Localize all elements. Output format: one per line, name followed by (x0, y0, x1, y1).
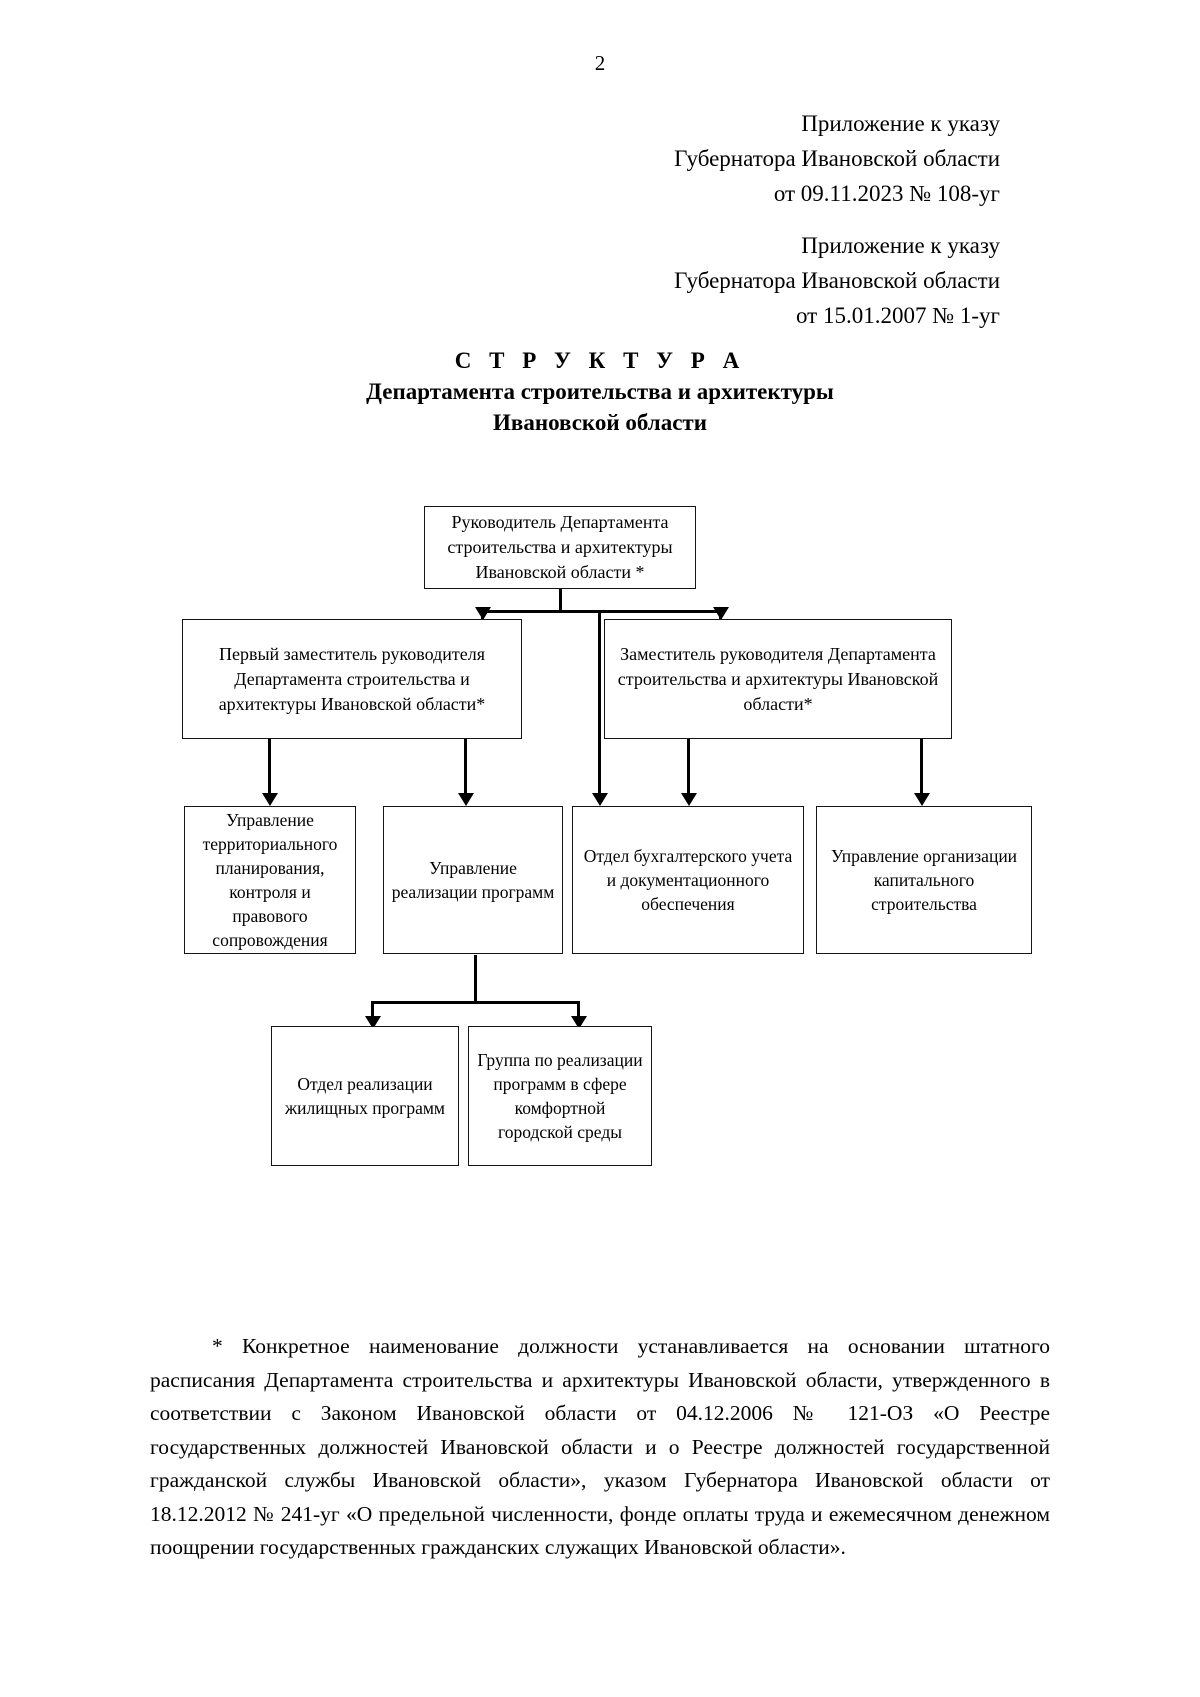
connector-deputy-to-accounting (687, 738, 690, 800)
connector-head-split (481, 610, 721, 613)
approval-line: Приложение к указу (801, 233, 1000, 258)
node-label: Руководитель Департамента строительства … (447, 512, 673, 582)
arrow-head-to-accounting (592, 793, 608, 806)
node-housing-programs[interactable]: Отдел реализации жилищных программ (271, 1026, 459, 1166)
approval-block-current: Приложение к указу Губернатора Ивановско… (480, 106, 1000, 211)
approval-line: Губернатора Ивановской области (674, 268, 1000, 293)
node-urban-environment-group[interactable]: Группа по реализации программ в сфере ко… (468, 1026, 652, 1166)
arrow-to-programs (458, 793, 474, 806)
connector-head-down (559, 588, 562, 612)
arrow-deputy-to-accounting (681, 793, 697, 806)
node-first-deputy[interactable]: Первый заместитель руководителя Департам… (182, 619, 522, 739)
page-number: 2 (594, 51, 606, 75)
approval-line: от 09.11.2023 № 108-уг (773, 181, 1000, 206)
title-main: С Т Р У К Т У Р А (454, 348, 746, 373)
approval-line: Приложение к указу (801, 111, 1000, 136)
connector-first-deputy-to-programs (464, 738, 467, 800)
node-label: Группа по реализации программ в сфере ко… (477, 1050, 643, 1142)
node-label: Отдел реализации жилищных программ (285, 1074, 445, 1118)
page-title: С Т Р У К Т У Р А Департамента строитель… (0, 345, 1200, 438)
title-sub-line1: Департамента строительства и архитектуры (366, 379, 834, 404)
connector-programs-split (371, 1001, 579, 1004)
node-label: Первый заместитель руководителя Департам… (218, 643, 486, 714)
approval-line: Губернатора Ивановской области (674, 146, 1000, 171)
connector-to-urban-env (577, 1001, 580, 1021)
connector-programs-down (474, 955, 477, 1003)
arrow-to-capital (914, 793, 930, 806)
node-label: Управление организации капитального стро… (830, 846, 1018, 914)
approval-block-original: Приложение к указу Губернатора Ивановско… (480, 228, 1000, 333)
node-programs-management[interactable]: Управление реализации программ (383, 806, 563, 954)
connector-deputy-to-capital (920, 738, 923, 800)
node-capital-construction[interactable]: Управление организации капитального стро… (816, 806, 1032, 954)
approval-line: от 15.01.2007 № 1-уг (795, 303, 1000, 328)
arrow-to-territorial (262, 793, 278, 806)
node-label: Управление реализации программ (391, 858, 555, 902)
title-sub-line2: Ивановской области (493, 410, 707, 435)
node-head[interactable]: Руководитель Департамента строительства … (424, 506, 696, 589)
node-deputy[interactable]: Заместитель руководителя Департамента ст… (604, 619, 952, 739)
connector-first-deputy-to-territorial (268, 738, 271, 800)
node-label: Заместитель руководителя Департамента ст… (617, 643, 939, 714)
node-territorial-planning[interactable]: Управление территориального планирования… (184, 806, 356, 954)
node-label: Отдел бухгалтерского учета и документаци… (583, 846, 793, 914)
footnote-text: * Конкретное наименование должности уста… (150, 1334, 1050, 1559)
connector-head-to-accounting (598, 610, 601, 800)
node-accounting-department[interactable]: Отдел бухгалтерского учета и документаци… (572, 806, 804, 954)
node-label: Управление территориального планирования… (202, 810, 338, 950)
connector-to-housing (371, 1001, 374, 1021)
